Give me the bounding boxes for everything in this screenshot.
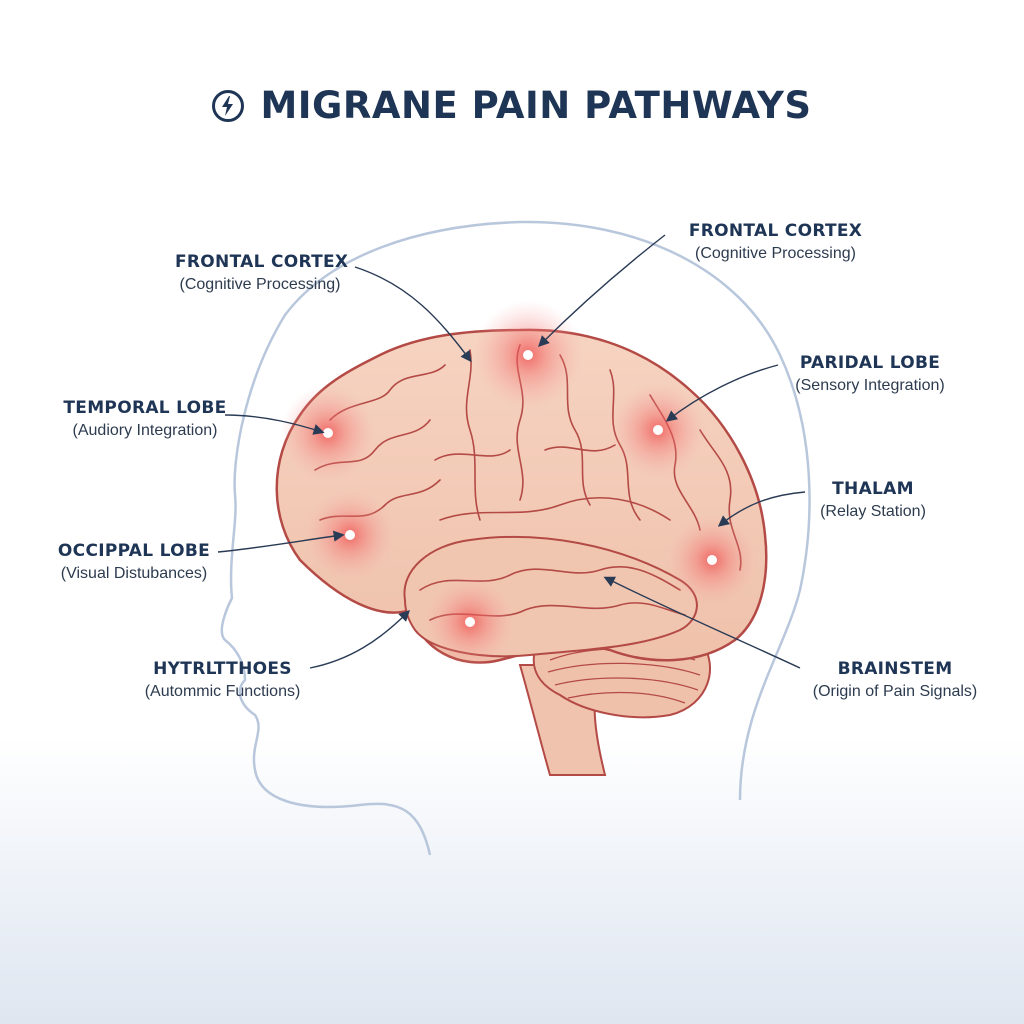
label-name: BRAINSTEM xyxy=(837,659,953,679)
label-parietal-lobe: PARIDAL LOBE (Sensory Integration) xyxy=(785,353,955,395)
label-name: FRONTAL CORTEX xyxy=(175,252,349,272)
leader-lines xyxy=(217,234,806,669)
label-occipital-lobe: OCCIPPAL LOBE (Visual Distubances) xyxy=(50,541,218,583)
title-text: MIGRANE PAIN PATHWAYS xyxy=(260,84,812,127)
label-temporal-lobe: TEMPORAL LOBE (Audiory Integration) xyxy=(60,398,230,440)
head-outline xyxy=(220,220,811,856)
label-sub: (Audiory Integration) xyxy=(72,422,218,439)
label-sub: (Cognitive Processing) xyxy=(695,245,856,262)
label-sub: (Cognitive Processing) xyxy=(179,276,341,293)
label-sub: (Visual Distubances) xyxy=(60,565,208,582)
label-sub: (Relay Station) xyxy=(820,503,926,520)
label-sub: (Sensory Integration) xyxy=(795,377,945,394)
label-sub: (Autommic Functions) xyxy=(144,683,301,700)
label-name: TEMPORAL LOBE xyxy=(63,398,227,418)
lightning-bolt-icon xyxy=(212,90,245,122)
label-frontal-cortex-right: FRONTAL CORTEX (Cognitive Processing) xyxy=(688,221,863,263)
page-title: MIGRANE PAIN PATHWAYS xyxy=(0,84,1024,127)
label-name: PARIDAL LOBE xyxy=(799,353,941,373)
label-name: HYTRLTTHOES xyxy=(153,659,292,679)
label-name: THALAM xyxy=(832,479,914,499)
label-name: OCCIPPAL LOBE xyxy=(57,541,211,561)
label-frontal-cortex-left: FRONTAL CORTEX (Cognitive Processing) xyxy=(175,252,349,294)
pain-hotspots xyxy=(280,300,757,667)
label-brainstem: BRAINSTEM (Origin of Pain Signals) xyxy=(800,659,990,701)
label-sub: (Origin of Pain Signals) xyxy=(812,683,978,700)
label-name: FRONTAL CORTEX xyxy=(688,221,863,241)
label-thalamus: THALAM (Relay Station) xyxy=(808,479,938,521)
label-hypothalamus: HYTRLTTHOES (Autommic Functions) xyxy=(135,659,310,701)
